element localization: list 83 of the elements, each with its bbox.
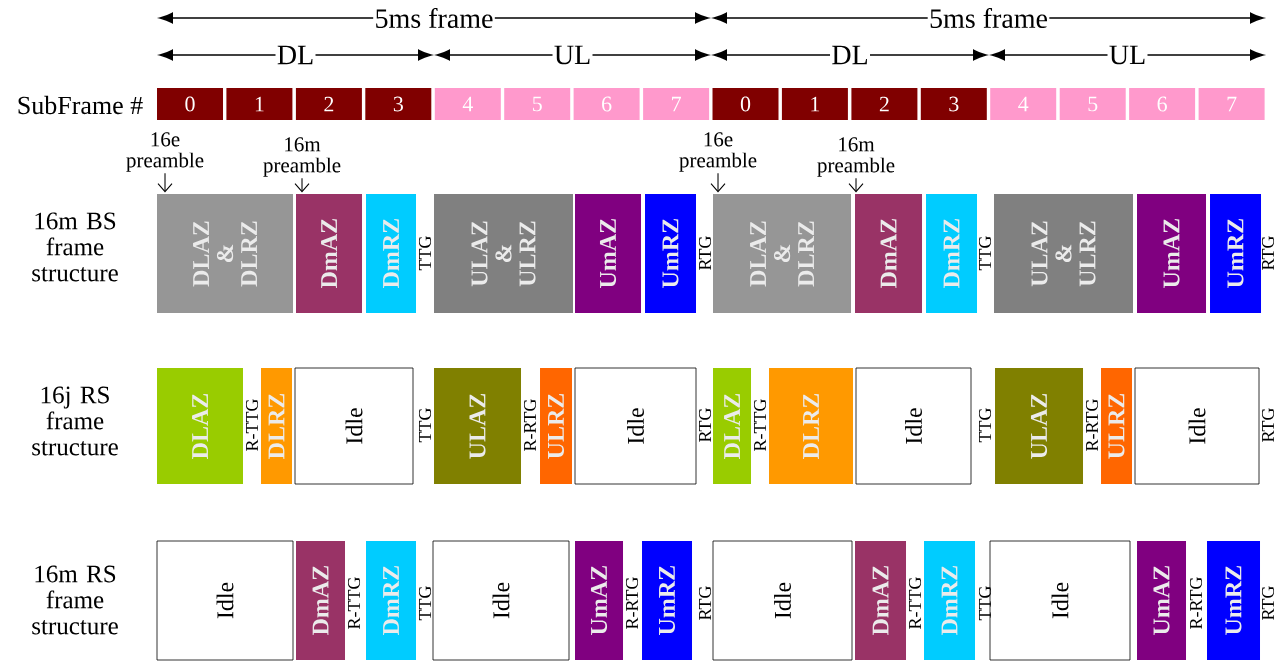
zone-block: DLAZ & DLRZ	[157, 194, 293, 313]
subframe-cell: 2	[851, 88, 918, 120]
zone-block: UmRZ	[645, 194, 696, 313]
subframe-cell: 4	[990, 88, 1057, 120]
zone-block: DmRZ	[924, 541, 975, 660]
idle-block: Idle	[156, 540, 294, 661]
preamble-label: 16m preamble	[817, 137, 895, 177]
zone-block: DLAZ & DLRZ	[713, 194, 851, 313]
gap-label: TTG	[978, 408, 992, 443]
arrow	[157, 172, 173, 193]
row-label: 16m BS frame structure	[32, 212, 118, 282]
preamble-label: 16e preamble	[679, 132, 757, 172]
gap-label: R-RTG	[1189, 577, 1203, 629]
dimension-label: 5ms frame	[927, 6, 1050, 30]
idle-block: Idle	[712, 540, 853, 661]
gap-label: RTG	[698, 408, 712, 442]
zone-block: ULRZ	[1101, 368, 1132, 484]
gap-label: TTG	[418, 586, 432, 621]
subframe-cell: 5	[504, 88, 571, 120]
gap-label: TTG	[978, 236, 992, 271]
idle-block: Idle	[1134, 367, 1260, 485]
zone-block: DmRZ	[926, 194, 977, 313]
zone-block: DmAZ	[855, 541, 906, 660]
subframe-cell: 1	[226, 88, 293, 120]
gap-label: R-RTG	[1085, 399, 1099, 451]
gap-label: TTG	[418, 408, 432, 443]
zone-block: UmAZ	[1137, 194, 1206, 313]
zone-block: UmAZ	[575, 194, 641, 313]
gap-label: R-RTG	[625, 577, 639, 629]
gap-label: R-TTG	[245, 399, 259, 451]
idle-block: Idle	[574, 367, 697, 485]
subframe-cell: 0	[157, 88, 223, 120]
subframe-cell: 5	[1059, 88, 1126, 120]
arrow	[710, 172, 726, 193]
subframe-cell: 4	[434, 88, 501, 120]
row-label: 16j RS frame structure	[32, 386, 118, 456]
zone-block: ULAZ	[434, 368, 521, 484]
zone-block: DLRZ	[261, 368, 292, 484]
subframe-cell: 7	[1198, 88, 1265, 120]
zone-block: DmRZ	[366, 541, 416, 660]
zone-block: DmAZ	[296, 541, 345, 660]
zone-block: DLRZ	[769, 368, 853, 484]
subframe-cell: 6	[573, 88, 640, 120]
row-label: 16m RS frame structure	[32, 565, 118, 635]
subframe-cell: 3	[365, 88, 432, 120]
zone-block: DmAZ	[855, 194, 922, 313]
zone-block: DLAZ	[157, 368, 243, 484]
zone-block: DmRZ	[366, 194, 416, 313]
zone-block: ULAZ & ULRZ	[434, 194, 573, 313]
dimension-label: 5ms frame	[373, 6, 495, 30]
gap-label: R-TTG	[347, 577, 361, 629]
dimension-label: UL	[1107, 44, 1148, 66]
gap-label: R-TTG	[908, 577, 922, 629]
preamble-label: 16e preamble	[126, 132, 204, 172]
gap-label: RTG	[698, 586, 712, 620]
zone-block: UmRZ	[1210, 194, 1261, 313]
zone-block: DLAZ	[713, 368, 751, 484]
gap-label: R-RTG	[523, 399, 537, 451]
zone-block: UmRZ	[1207, 541, 1260, 660]
gap-label: RTG	[698, 236, 712, 270]
gap-label: TTG	[418, 236, 432, 271]
gap-label: TTG	[978, 586, 992, 621]
subframe-cell: 6	[1129, 88, 1196, 120]
idle-block: Idle	[294, 367, 414, 485]
subframe-cell: 3	[920, 88, 987, 120]
subframe-cell: 1	[781, 88, 848, 120]
zone-block: ULAZ & ULRZ	[994, 194, 1133, 313]
subframe-cell: 0	[712, 88, 779, 120]
zone-block: UmAZ	[1137, 541, 1186, 660]
subframe-cell: 7	[643, 88, 710, 120]
gap-label: R-TTG	[753, 399, 767, 451]
idle-block: Idle	[432, 540, 570, 661]
zone-block: UmAZ	[575, 541, 623, 660]
zone-block: UmRZ	[642, 541, 692, 660]
subframe-cell: 2	[295, 88, 362, 120]
zone-block: ULRZ	[540, 368, 572, 484]
zone-block: ULAZ	[995, 368, 1083, 484]
dimension-label: DL	[275, 44, 316, 66]
dimension-label: UL	[552, 44, 593, 66]
dimension-label: DL	[830, 44, 870, 66]
preamble-label: 16m preamble	[263, 137, 341, 177]
idle-block: Idle	[855, 367, 972, 485]
zone-block: DmAZ	[296, 194, 362, 313]
